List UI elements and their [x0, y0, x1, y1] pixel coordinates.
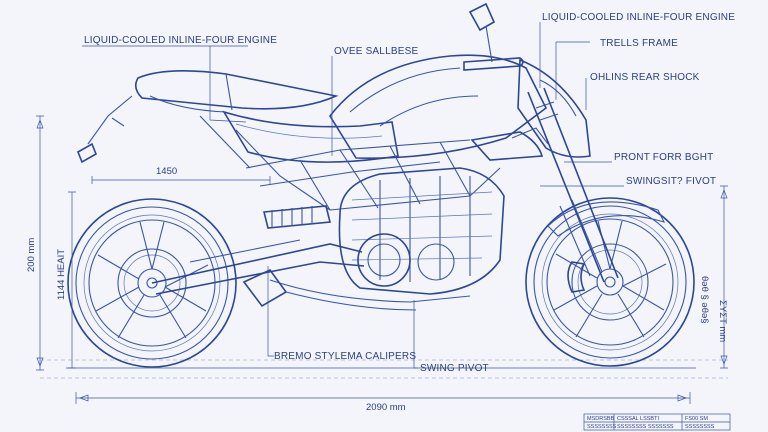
paper-guides [40, 359, 728, 379]
front-brake-disc [571, 243, 649, 321]
dim-height-right-secondary: θəθ § əθə§ [699, 276, 710, 324]
dim-wheelbase: 1450 [156, 166, 177, 177]
dimension-lines [36, 115, 728, 404]
dim-height-left: 200 mm [26, 238, 37, 272]
rear-brake-disc [117, 248, 187, 318]
leader-lines [82, 22, 624, 369]
front-fork [527, 87, 619, 283]
engine-block [242, 167, 505, 311]
label-front-fork: PRONT FORR BGHT [614, 152, 713, 163]
label-trells-frame: TRELLS FRAME [600, 38, 678, 49]
frame-and-bodywork [76, 2, 591, 211]
dimension-labels: 1450 2090 mm 200 mm 1144 HEAIT ΣΥΣΤ mm θ… [26, 166, 728, 413]
label-engine-left: LIQUID-COOLED INLINE-FOUR ENGINE [84, 35, 277, 46]
title-block-r1c1: MSDRSBB [587, 416, 615, 422]
label-brembo-calipers: BREMO STYLEMA CALIPERS [274, 351, 416, 362]
label-ohlins-rear-shock: OHLINS REAR SHOCK [590, 72, 700, 83]
rear-suspension [151, 205, 365, 295]
label-over-sallbese: OVEE SALLBESE [334, 46, 418, 57]
title-block-r2c1: SSSSSSSS [587, 424, 617, 430]
label-swing-pivot: SWING PIVOT [420, 363, 489, 374]
callout-labels: LIQUID-COOLED INLINE-FOUR ENGINE OVEE SA… [84, 12, 735, 374]
rear-wheel [67, 198, 237, 368]
title-block-r1c3: FS00 SM [685, 416, 708, 422]
dim-height-left-secondary: 1144 HEAIT [56, 249, 67, 300]
dim-overall-length: 2090 mm [366, 402, 406, 413]
label-swingarm-pivot: SWINGSIT? FIVOT [626, 176, 716, 187]
dim-height-right: ΣΥΣΤ mm [717, 300, 728, 342]
title-block-r2c3: SSSSSSSS [685, 424, 715, 430]
front-wheel [525, 197, 695, 367]
title-block-r1c2: CSSSAL LSSBTI [617, 416, 659, 422]
label-engine-right: LIQUID-COOLED INLINE-FOUR ENGINE [542, 12, 735, 23]
title-block-r2c2: SSSSSSSS SSSSSSS [617, 424, 674, 430]
title-block: MSDRSBB CSSSAL LSSBTI FS00 SM SSSSSSSS S… [583, 413, 731, 431]
